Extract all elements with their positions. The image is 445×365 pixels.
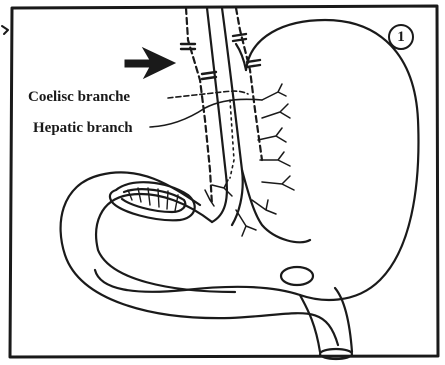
lesser-curvature bbox=[242, 170, 310, 242]
cut-mark-right bbox=[233, 34, 246, 41]
esophagus-left-wall bbox=[207, 8, 227, 222]
frame-border bbox=[10, 6, 438, 357]
pylorus-ring bbox=[281, 267, 313, 285]
cut-mark-far bbox=[247, 60, 260, 67]
corner-mark bbox=[2, 26, 8, 34]
hepatic-leader bbox=[150, 99, 262, 127]
duodenum-inner bbox=[96, 194, 235, 292]
coeliac-branch-label: Coelisc branche bbox=[28, 90, 130, 105]
jejunum-left bbox=[300, 295, 320, 352]
panel-number-badge: 1 bbox=[388, 24, 414, 50]
coeliac-leader bbox=[168, 91, 248, 98]
hepatic-branch-label: Hepatic branch bbox=[33, 121, 133, 136]
pointer-arrow-icon bbox=[125, 48, 175, 78]
hepatic-dots bbox=[230, 100, 234, 178]
cut-mark-left bbox=[181, 44, 195, 49]
pancreas-oval bbox=[110, 182, 195, 220]
posterior-vagus bbox=[236, 8, 262, 160]
